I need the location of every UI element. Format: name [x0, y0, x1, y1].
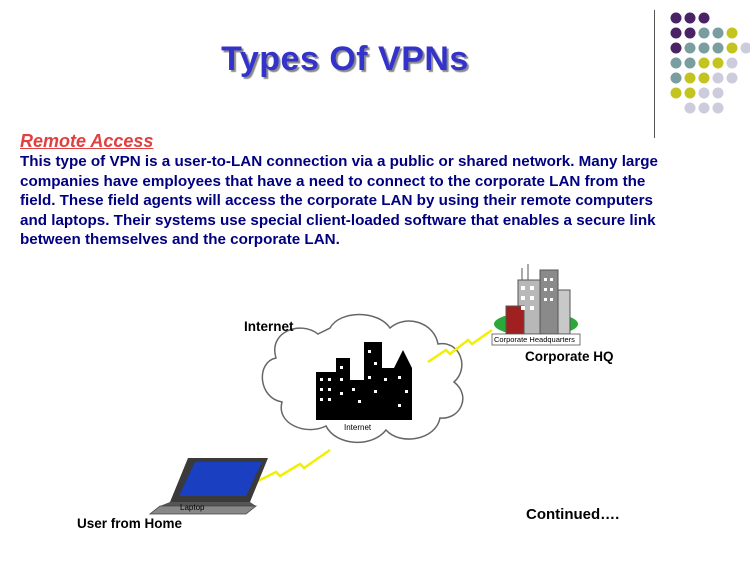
dot — [726, 72, 738, 84]
lightning-link-icon — [427, 328, 493, 364]
slide-title: Types Of VPNs — [221, 40, 469, 78]
dot — [684, 87, 696, 99]
dot — [684, 102, 696, 114]
dot — [712, 102, 724, 114]
dot — [698, 27, 710, 39]
dot — [684, 12, 696, 24]
dot — [726, 57, 738, 69]
dot — [670, 42, 682, 54]
dot — [684, 57, 696, 69]
dot — [670, 12, 682, 24]
laptop-caption: Laptop — [180, 503, 205, 512]
body-paragraph: This type of VPN is a user-to-LAN connec… — [20, 153, 659, 248]
dot — [698, 87, 710, 99]
corporate-hq-label: Corporate HQ — [525, 349, 614, 364]
dot — [684, 42, 696, 54]
dot — [712, 72, 724, 84]
dot — [726, 42, 738, 54]
cloud-caption: Internet — [344, 423, 372, 432]
dot — [712, 87, 724, 99]
decorative-divider — [654, 10, 655, 138]
continued-label: Continued…. — [526, 506, 620, 523]
section-heading: Remote Access — [20, 131, 154, 151]
dot — [684, 72, 696, 84]
dot — [698, 57, 710, 69]
dot — [712, 57, 724, 69]
dot — [670, 27, 682, 39]
dot — [698, 42, 710, 54]
user-from-home-label: User from Home — [77, 516, 183, 531]
corporate-sign: Corporate Headquarters — [494, 335, 575, 344]
laptop-icon — [148, 458, 268, 515]
dot — [698, 102, 710, 114]
lightning-link-icon — [255, 448, 331, 484]
dot — [712, 27, 724, 39]
dot — [670, 72, 682, 84]
dot — [698, 12, 710, 24]
dot — [684, 27, 696, 39]
city-skyline-icon — [316, 342, 412, 420]
diagram-graphics — [148, 264, 581, 515]
corporate-building-icon — [491, 264, 581, 346]
dot — [726, 27, 738, 39]
dot — [740, 42, 750, 54]
dot — [712, 42, 724, 54]
dot — [698, 72, 710, 84]
internet-label: Internet — [244, 319, 294, 334]
decorative-dot-grid — [670, 12, 750, 114]
network-diagram: Internet Internet Corporate Headquarters… — [0, 250, 750, 562]
internet-cloud-icon — [261, 313, 464, 443]
dot — [670, 87, 682, 99]
dot — [670, 57, 682, 69]
